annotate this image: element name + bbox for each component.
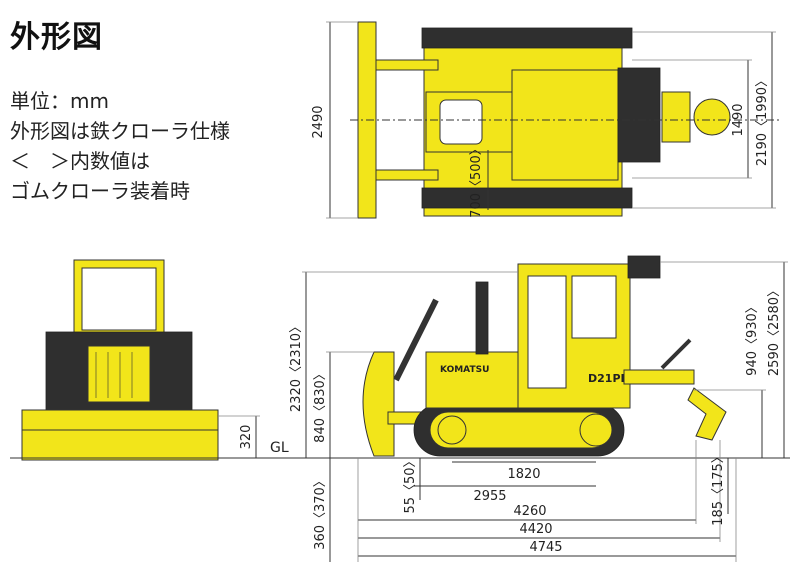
- side-view-lift-cylinder: [393, 298, 439, 382]
- side-view-ripper-frame: [623, 369, 695, 385]
- side-view-engine-hood: [425, 351, 521, 409]
- top-view-track-lower: [421, 187, 633, 209]
- dim-track-contact: 1820: [507, 467, 540, 482]
- dim-blade-lift: 840〈830〉: [313, 367, 328, 443]
- unit-note: 単位：mm: [10, 89, 109, 113]
- side-view-blade: [362, 351, 395, 457]
- dim-ripper-height: 940〈930〉: [745, 300, 760, 376]
- side-view-ripper-cylinder: [660, 338, 692, 370]
- rubber-track-note: ゴムクローラ装着時: [10, 179, 190, 203]
- dim-ripper-dig: 185〈175〉: [711, 450, 726, 526]
- side-view-cab-window-front: [527, 275, 567, 389]
- front-view-radiator: [87, 345, 151, 403]
- side-view-model-badge: D21PL: [588, 372, 628, 385]
- side-view-idler: [437, 415, 467, 445]
- side-view-cab-window-side: [571, 275, 617, 339]
- dim-track-width: 1490: [731, 103, 746, 136]
- page-title: 外形図: [10, 20, 103, 55]
- front-view-blade: [21, 409, 219, 461]
- spec-note: 外形図は鉄クローラ仕様: [10, 119, 230, 143]
- dim-blade-dig: 360〈370〉: [313, 474, 328, 550]
- dim-overall-length: 4745: [529, 540, 562, 555]
- dim-overall-height: 2320〈2310〉: [289, 320, 304, 412]
- ground-label: GL: [270, 440, 289, 456]
- dim-overall-width: 2490: [311, 105, 326, 138]
- dim-length-blade: 4260: [513, 504, 546, 519]
- top-view-ripper-shank: [693, 98, 731, 136]
- front-view: 320 GL: [10, 259, 290, 461]
- side-view-exhaust: [475, 281, 489, 355]
- top-view-rear-frame: [617, 67, 661, 163]
- top-view: 2490 1490 2190〈1990〉 700〈500〉: [311, 21, 780, 219]
- dim-blade-tip: 55〈50〉: [403, 454, 418, 513]
- side-view-logo: KOMATSU: [440, 365, 489, 375]
- top-view-track-upper: [421, 27, 633, 49]
- dim-ripper-width: 2190〈1990〉: [755, 74, 770, 166]
- side-view-rops-top: [627, 255, 661, 279]
- top-view-cab-roof: [511, 69, 619, 181]
- side-view-sprocket: [579, 413, 613, 447]
- top-view-push-arm-lower: [375, 169, 439, 181]
- front-view-windshield: [81, 267, 157, 331]
- bracket-note: ＜ ＞内数値は: [10, 149, 150, 173]
- side-view: KOMATSU D21PL 2320〈2310〉 840〈830〉 360〈37…: [289, 255, 790, 562]
- side-view-ripper-shank: [687, 387, 727, 441]
- top-view-hood-grille: [439, 99, 483, 145]
- dim-rear-offset: 700〈500〉: [469, 142, 484, 218]
- dim-length-ripper: 4420: [519, 522, 552, 537]
- dim-cab-height: 2590〈2580〉: [767, 284, 782, 376]
- dim-track-length: 2955: [473, 489, 506, 504]
- top-view-ripper-beam: [661, 91, 691, 143]
- top-view-push-arm-upper: [375, 59, 439, 71]
- dim-blade-height: 320: [239, 425, 254, 450]
